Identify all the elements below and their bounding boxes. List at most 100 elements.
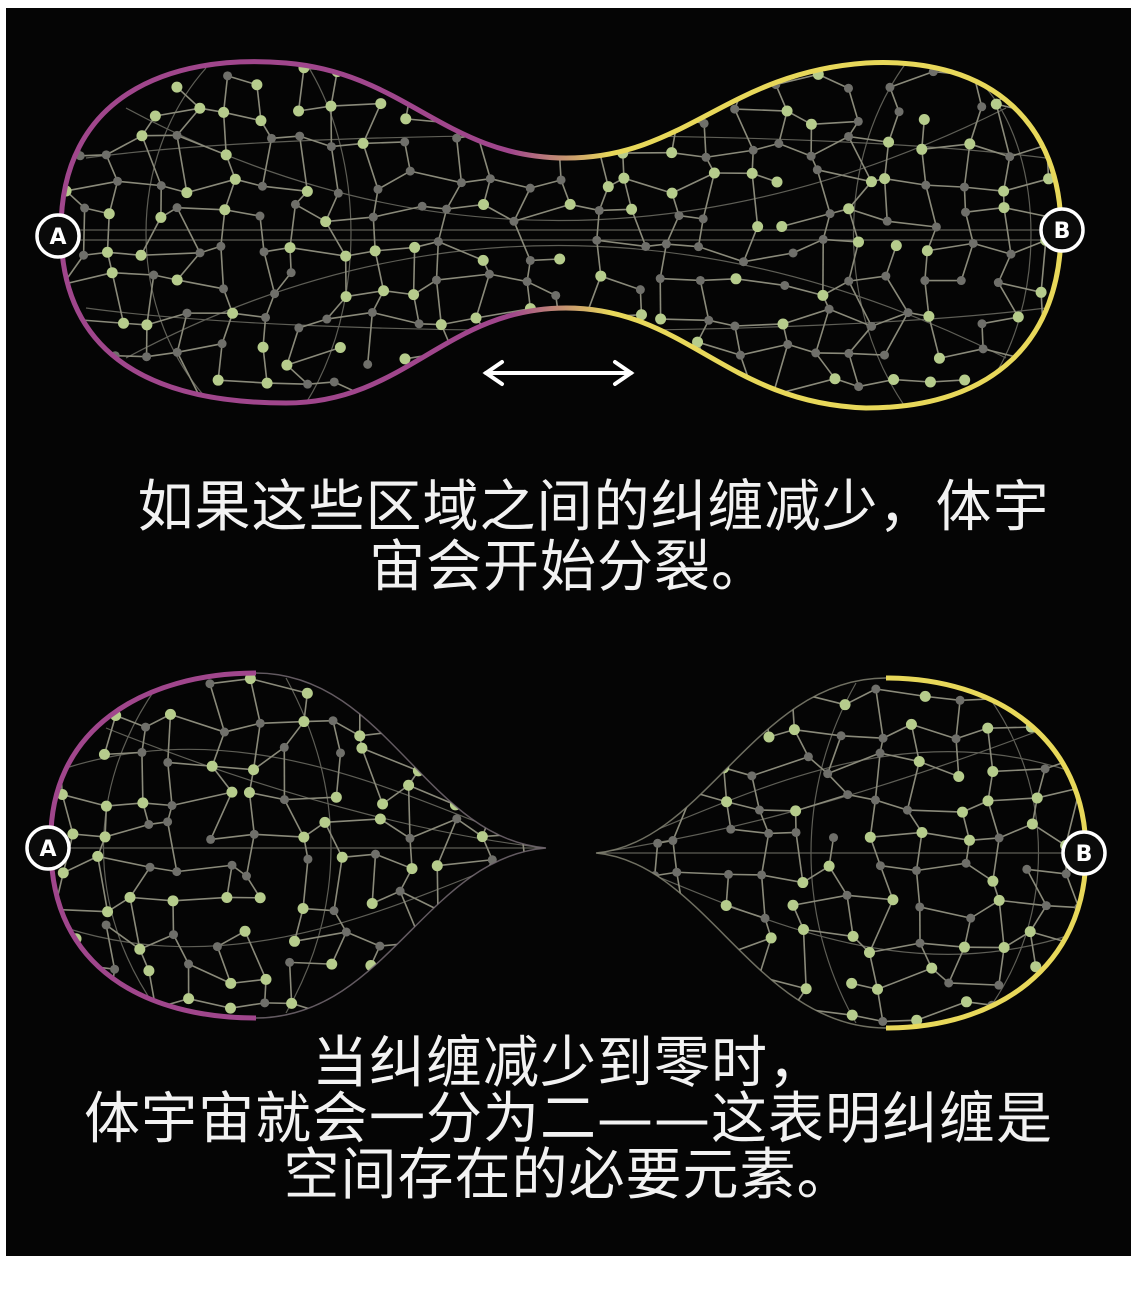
mesh-node [259,247,269,257]
mesh-node [227,860,237,870]
mesh-link [62,855,99,874]
mesh-link [925,184,938,228]
mesh-link [289,246,346,257]
mesh-link [751,756,809,777]
mesh-arc [852,62,907,408]
mesh-link [106,213,111,253]
mesh-node [765,932,777,944]
mesh-node [958,941,970,953]
mesh-link [791,690,846,706]
mesh-node [998,942,1010,954]
mesh-node [968,238,978,248]
mesh-link [885,275,909,313]
mesh-node [257,181,267,191]
mesh-link [105,135,143,156]
mesh-node [145,862,155,872]
mesh-node [485,174,495,184]
mesh-node [340,291,352,303]
mesh-link [167,761,213,768]
mesh-link [972,242,1012,255]
mesh-link [66,688,97,692]
mesh-node [951,734,961,744]
mesh-node [631,377,643,389]
mesh-node [787,1002,799,1014]
mesh-node [818,234,828,244]
mesh-link [633,988,647,1004]
mesh-node [843,790,853,800]
mesh-link [599,382,638,397]
mesh-link [826,735,842,774]
mesh-node [367,307,377,317]
mesh-node [356,742,368,754]
mesh-node [998,185,1010,197]
mesh-link [497,115,531,122]
mesh-link [218,379,268,384]
mesh-node [665,729,677,741]
mesh-node [865,176,877,188]
mesh-node [652,792,664,804]
mesh-node [255,211,265,221]
mesh-link [921,831,970,842]
mesh-node [261,312,271,322]
label-a-top: A [35,213,81,259]
mesh-node [668,836,678,846]
mesh-node [812,165,822,175]
mesh-arc [810,682,857,1024]
mesh-link [635,715,655,758]
mesh-link [222,112,227,155]
mesh-link [986,728,994,772]
svg-text:B: B [1076,842,1093,867]
mesh-node [378,285,390,297]
mesh-link [600,874,655,881]
mesh-node [431,860,443,872]
mesh-node [377,798,389,810]
mesh-node [995,375,1005,385]
mesh-link [172,896,227,902]
mesh-link [104,823,150,838]
mesh-node [494,958,504,968]
mesh-node [172,130,182,140]
mesh-node [100,800,112,812]
mesh-link [216,946,232,984]
mesh-node [875,861,885,871]
mesh-node [99,831,111,843]
mesh-link [67,354,116,362]
mesh-node [525,183,535,193]
mesh-link [399,890,439,911]
caption-top: 如果这些区域之间的纠缠减少，体宇 宙会开始分裂。 [6,478,1131,598]
mesh-node [588,103,600,115]
mesh-link [117,180,162,187]
mesh-node [567,65,579,77]
mesh-link [875,688,884,739]
mesh-node [141,319,153,331]
mesh-node [580,313,590,323]
mesh-link [893,378,931,383]
mesh-node [552,388,562,398]
mesh-link [446,969,455,1012]
mesh-link [176,107,201,136]
mesh-node [888,374,900,386]
mesh-node [735,350,745,360]
mesh-link [447,939,455,970]
mesh-link [489,273,528,283]
mesh-node [829,833,839,843]
mesh-node [966,913,976,923]
mesh-link [513,341,568,364]
mesh-node [522,978,532,988]
mesh-node [509,337,519,347]
mesh-link [140,252,201,257]
mesh-link [955,727,988,740]
mesh-link [998,900,1005,948]
mesh-node [101,920,111,930]
mesh-node [142,352,152,362]
mesh-node [490,673,502,683]
mesh-link [847,136,873,183]
mesh-link [289,961,332,965]
mesh-node [255,718,265,728]
mesh-node [219,204,231,216]
mesh-node [286,997,298,1009]
mesh-link [918,760,960,778]
mesh-node [325,100,337,112]
mesh-link [105,924,141,950]
mesh-link [875,799,908,811]
